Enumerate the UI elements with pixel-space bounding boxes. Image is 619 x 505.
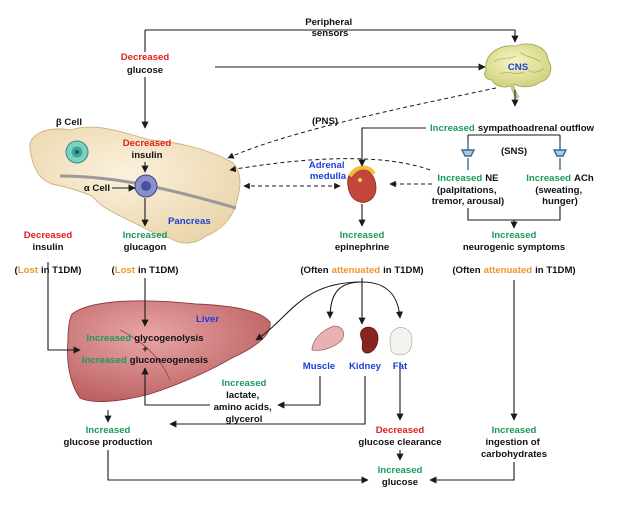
liver-label: Liver: [196, 314, 219, 325]
glucose-production-modifier: Increased: [86, 425, 131, 436]
fat-label: Fat: [393, 361, 408, 372]
brain-illustration: [484, 43, 552, 100]
decreased-glucose-text: glucose: [127, 65, 163, 76]
liver-illustration: [67, 300, 271, 402]
alpha-cell-label: α Cell: [84, 183, 110, 194]
neurogenic-modifier: Increased: [492, 230, 537, 241]
glucagon-modifier: Increased: [123, 230, 168, 241]
neurogenic-text: neurogenic symptoms: [463, 242, 565, 253]
ne-synapse-glyph: [460, 140, 476, 170]
glucagon-text: glucagon: [124, 242, 167, 253]
pancreas-decreased-insulin-text: insulin: [132, 150, 163, 161]
epinephrine-modifier: Increased: [340, 230, 385, 241]
final-glucose-text: glucose: [382, 477, 418, 488]
peripheral-sensors-label: Peripheral sensors: [305, 17, 355, 39]
cns-label: CNS: [508, 62, 529, 73]
adrenal-medulla-label: Adrenal medulla: [309, 160, 347, 182]
sns-label: (SNS): [501, 146, 527, 157]
glucose-clearance-text: glucose clearance: [358, 437, 441, 448]
connector-lines: [47, 29, 561, 484]
kidney-illustration: [360, 326, 379, 354]
substrates-lines: lactate, amino acids, glycerol: [214, 390, 275, 425]
final-glucose-modifier: Increased: [378, 465, 423, 476]
adrenal-gland-illustration: [347, 165, 377, 203]
beta-cell-label: β Cell: [56, 117, 82, 128]
ne-detail: (palpitations, tremor, arousal): [432, 185, 505, 207]
ach-synapse-glyph: [552, 140, 568, 170]
left-insulin-modifier: Decreased: [24, 230, 73, 241]
glucose-clearance-modifier: Decreased: [376, 425, 425, 436]
glucose-production-text: glucose production: [63, 437, 152, 448]
ach-detail: (sweating, hunger): [535, 185, 585, 207]
pns-label: (PNS): [312, 116, 338, 127]
muscle-label: Muscle: [303, 361, 336, 372]
left-insulin-text: insulin: [33, 242, 64, 253]
pancreas-decreased-insulin-modifier: Decreased: [123, 138, 172, 149]
muscle-illustration: [311, 325, 344, 351]
fat-illustration: [389, 327, 413, 356]
kidney-label: Kidney: [349, 361, 382, 372]
pancreas-label: Pancreas: [168, 216, 211, 227]
epinephrine-text: epinephrine: [335, 242, 389, 253]
liver-plus: +: [142, 344, 148, 355]
substrates-modifier: Increased: [222, 378, 267, 389]
ingestion-modifier: Increased: [492, 425, 537, 436]
decreased-glucose-modifier: Decreased: [121, 52, 170, 63]
ingestion-lines: ingestion of carbohydrates: [481, 437, 547, 460]
